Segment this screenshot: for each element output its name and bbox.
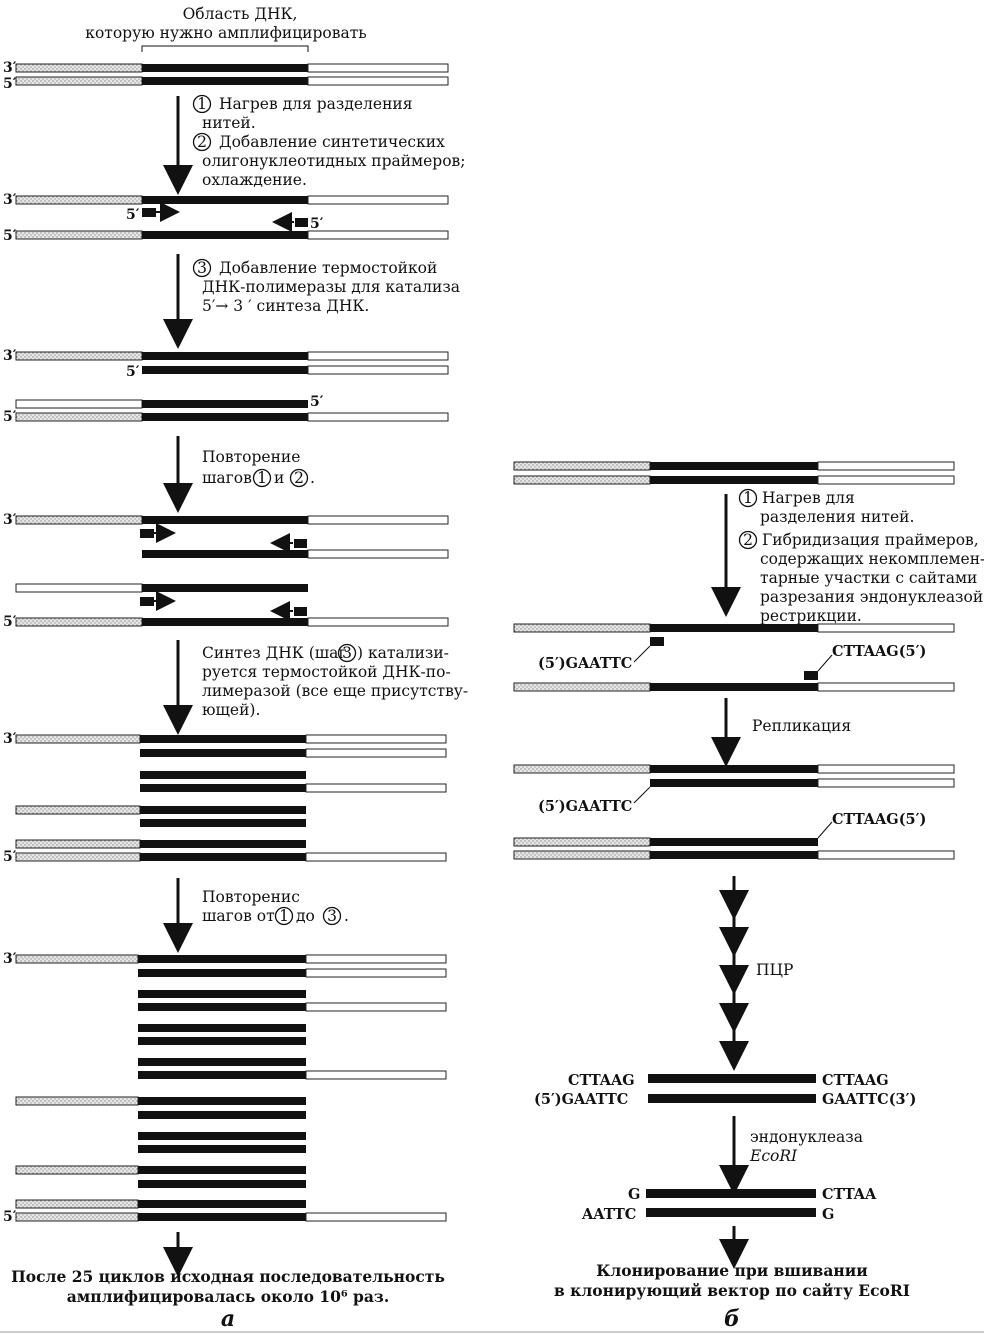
final-caption-a-line1: После 25 циклов исходная последовательно…: [11, 1267, 445, 1286]
b-site-left: (5′)GAATTC: [538, 655, 632, 672]
b-enzyme-label: эндонуклеаза: [750, 1128, 863, 1146]
svg-text:Добавление термостойкой: Добавление термостойкой: [219, 259, 437, 277]
repeat2-caption: Повторенис шагов от 1 до 3 .: [202, 888, 349, 926]
svg-text:разрезания эндонуклеазой: разрезания эндонуклеазой: [760, 588, 983, 606]
label-5prime: 5′: [3, 76, 17, 92]
svg-text:5′: 5′: [310, 394, 324, 410]
b-step-caption: 1 Нагрев для разделения нитей. 2 Гибриди…: [738, 488, 984, 625]
svg-text:5′: 5′: [3, 228, 17, 244]
separated-strands: 3′ 5′ 5′ 5′: [3, 192, 449, 244]
svg-text:лимеразой (все еще присутству-: лимеразой (все еще присутству-: [202, 682, 468, 700]
svg-text:шагов от: шагов от: [202, 907, 275, 925]
step3-caption: 3 Добавление термостойкой ДНК-полимеразы…: [192, 258, 460, 315]
b-pcr-label: ПЦР: [756, 961, 793, 979]
b-replication-products: (5′)GAATTC CTTAAG(5′): [513, 764, 955, 860]
cycle2-primers: 3′ 5′: [3, 512, 449, 630]
b-site-right: CTTAAG(5′): [832, 643, 926, 660]
svg-text:CTTAAG: CTTAAG: [822, 1072, 889, 1089]
svg-text:3: 3: [197, 259, 207, 277]
svg-text:CTTAA: CTTAA: [822, 1186, 877, 1203]
region-label-line2: которую нужно амплифицировать: [85, 24, 367, 42]
svg-text:Нагрев для разделения: Нагрев для разделения: [219, 95, 413, 113]
panel-letter-b: б: [724, 1306, 740, 1332]
svg-text:нитей.: нитей.: [202, 114, 256, 132]
original-duplex: 3′ 5′: [3, 60, 449, 92]
svg-text:CTTAAG: CTTAAG: [568, 1072, 635, 1089]
svg-text:CTTAAG(5′): CTTAAG(5′): [832, 811, 926, 828]
cycle2-products: 3′ 5′: [3, 731, 447, 865]
repeat1-caption: Повторение шагов 1 и 2 .: [202, 448, 315, 488]
svg-text:5′→ 3 ′ синтеза ДНК.: 5′→ 3 ′ синтеза ДНК.: [202, 297, 369, 315]
svg-text:2: 2: [743, 531, 753, 549]
panel-a: Область ДНК, которую нужно амплифицирова…: [3, 5, 468, 1332]
svg-text:G: G: [628, 1186, 640, 1203]
panel-letter-a: а: [221, 1306, 235, 1332]
svg-text:) катализи-: ) катализи-: [357, 644, 449, 662]
svg-text:Гибридизация праймеров,: Гибридизация праймеров,: [762, 531, 979, 549]
svg-text:.: .: [310, 469, 315, 487]
svg-text:содержащих некомплемен-: содержащих некомплемен-: [760, 550, 984, 568]
svg-text:3′: 3′: [3, 951, 17, 967]
svg-text:тарные участки с сайтами: тарные участки с сайтами: [760, 569, 977, 587]
svg-text:рестрикции.: рестрикции.: [760, 607, 862, 625]
b-replication-label: Репликация: [752, 717, 851, 735]
svg-text:Повторение: Повторение: [202, 448, 300, 466]
svg-text:(5′)GAATTC: (5′)GAATTC: [534, 1091, 628, 1108]
svg-text:5′: 5′: [310, 216, 324, 232]
svg-text:(5′)GAATTC: (5′)GAATTC: [538, 798, 632, 815]
svg-text:1: 1: [743, 489, 753, 507]
svg-text:1: 1: [257, 469, 267, 487]
svg-text:1: 1: [279, 907, 289, 925]
svg-text:ДНК-полимеразы для катализа: ДНК-полимеразы для катализа: [202, 278, 460, 296]
panel-b: 1 Нагрев для разделения нитей. 2 Гибриди…: [513, 461, 984, 1332]
step1-2-caption: 1 Нагрев для разделения нитей. 2 Добавле…: [192, 94, 466, 189]
final-caption-b-line2: в клонирующий вектор по сайту EcoRI: [554, 1281, 910, 1300]
b-pcr-product: CTTAAG CTTAAG (5′)GAATTC GAATTC(3′): [534, 1072, 916, 1108]
svg-text:Повторенис: Повторенис: [202, 888, 300, 906]
b-cut-product: G CTTAA AATTC G: [581, 1186, 877, 1223]
svg-text:3: 3: [327, 907, 337, 925]
svg-text:AATTC: AATTC: [581, 1206, 636, 1223]
final-caption-b-line1: Клонирование при вшивании: [596, 1261, 867, 1280]
svg-text:3′: 3′: [3, 192, 17, 208]
cycle3-products: 3′ 5′: [3, 951, 447, 1225]
svg-text:5′: 5′: [3, 1209, 17, 1225]
svg-text:5′: 5′: [3, 614, 17, 630]
svg-text:Синтез ДНК (шаг: Синтез ДНК (шаг: [202, 644, 347, 662]
final-caption-a-line2: амплифицировалась около 10⁶ раз.: [67, 1287, 389, 1306]
svg-text:3′: 3′: [3, 731, 17, 747]
svg-text:2: 2: [294, 469, 304, 487]
svg-text:разделения нитей.: разделения нитей.: [760, 508, 914, 526]
svg-text:3′: 3′: [3, 512, 17, 528]
svg-text:GAATTC(3′): GAATTC(3′): [822, 1091, 916, 1108]
label-3prime: 3′: [3, 60, 17, 76]
svg-text:олигонуклеотидных праймеров;: олигонуклеотидных праймеров;: [202, 152, 466, 170]
cycle1-products: 3′ 5′ 5′ 5′: [3, 348, 449, 425]
svg-text:5′: 5′: [126, 207, 140, 223]
svg-text:5′: 5′: [3, 849, 17, 865]
synthesis-caption: Синтез ДНК (шаг 3 ) катализи- руется тер…: [202, 643, 468, 719]
b-primed-strands: (5′)GAATTC CTTAAG(5′): [513, 623, 955, 692]
svg-text:охлаждение.: охлаждение.: [202, 171, 307, 189]
region-label-line1: Область ДНК,: [183, 5, 298, 23]
svg-text:Нагрев для: Нагрев для: [762, 489, 855, 507]
b-original-duplex: [513, 461, 955, 485]
svg-text:1: 1: [197, 95, 207, 113]
svg-text:.: .: [344, 907, 349, 925]
svg-text:и: и: [274, 469, 284, 487]
svg-text:до: до: [296, 907, 315, 925]
svg-text:G: G: [822, 1206, 834, 1223]
svg-text:2: 2: [197, 133, 207, 151]
svg-text:3: 3: [342, 644, 352, 662]
svg-text:3′: 3′: [3, 348, 17, 364]
svg-text:руется термостойкой ДНК-по-: руется термостойкой ДНК-по-: [202, 663, 451, 681]
svg-text:Добавление синтетических: Добавление синтетических: [219, 133, 445, 151]
svg-text:5′: 5′: [3, 409, 17, 425]
svg-text:шагов: шагов: [202, 469, 252, 487]
svg-text:ющей).: ющей).: [202, 701, 260, 719]
region-bracket: [141, 45, 309, 52]
b-enzyme-name: EcoRI: [749, 1147, 798, 1165]
svg-text:5′: 5′: [126, 364, 140, 380]
